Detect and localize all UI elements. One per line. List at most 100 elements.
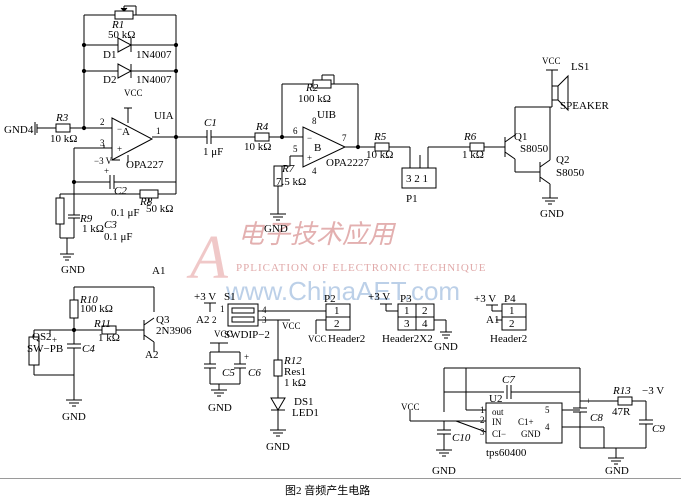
r10-resistor [69, 299, 79, 319]
r3-label: R3 [55, 112, 69, 124]
r7-label: R7 [281, 163, 295, 175]
svg-text:+: + [117, 144, 122, 154]
svg-text:out: out [492, 407, 504, 417]
svg-text:2: 2 [422, 305, 428, 317]
q1-part: S8050 [520, 143, 549, 155]
q3-label: Q3 [156, 314, 170, 326]
u2-label: U2 [489, 393, 502, 405]
q3-part: 2N3906 [156, 325, 192, 337]
led-icon [270, 397, 286, 411]
c1-capacitor: C1 1 μF [203, 117, 255, 158]
c3-label: C3 [104, 219, 117, 231]
stage-tps60400: C7 U2 out IN CI− C1+ GND 1 2 3 5 4 tps60… [401, 367, 665, 477]
r5-value: 10 kΩ [366, 149, 393, 161]
svg-text:2: 2 [509, 318, 515, 330]
u2-chip [485, 402, 563, 444]
ds1-label: DS1 [294, 396, 314, 408]
p3-label: P3 [400, 293, 412, 305]
qs2-label: QS2 [32, 331, 52, 343]
svg-text:2: 2 [334, 318, 340, 330]
c10-label: C10 [452, 432, 471, 444]
p1-label: P1 [406, 193, 418, 205]
caption-divider [0, 478, 681, 479]
r7-value: 7.5 kΩ [276, 176, 306, 188]
r1-value: 50 kΩ [108, 29, 135, 41]
svg-text:VCC: VCC [124, 88, 143, 98]
led1-label: LED1 [292, 407, 319, 419]
r2-label: R2 [305, 82, 319, 94]
u1b-opamp [302, 126, 347, 168]
gnd-label-8: GND [432, 465, 456, 477]
p1-pins: 3 2 1 [406, 173, 428, 185]
svg-text:+3 V: +3 V [194, 291, 216, 303]
gnd-label-1: GND [61, 264, 85, 276]
svg-text:4: 4 [545, 422, 550, 432]
gnd-label-5: GND [208, 402, 232, 414]
r10-label: R10 [79, 294, 98, 306]
u1a-opamp [111, 117, 154, 161]
svg-text:5: 5 [293, 144, 298, 154]
r4-value: 10 kΩ [244, 141, 271, 153]
svg-text:IN: IN [492, 417, 502, 427]
svg-text:4: 4 [422, 318, 428, 330]
p1-connector [401, 167, 437, 189]
c7-label: C7 [502, 374, 515, 386]
q2-label: Q2 [556, 154, 569, 166]
svg-text:4: 4 [262, 305, 267, 315]
svg-text:VCC: VCC [401, 402, 420, 412]
svg-text:1: 1 [404, 305, 410, 317]
c6-label: C6 [248, 367, 261, 379]
r1-potentiometer [114, 10, 134, 20]
d1-value: 1N4007 [136, 49, 172, 61]
svg-text:3: 3 [100, 138, 105, 148]
r12-label: R12 [283, 355, 302, 367]
watermark-cn: 电子技术应用 [238, 220, 397, 249]
svg-text:1: 1 [334, 305, 340, 317]
header2-label: Header2 [328, 333, 365, 345]
q2-part: S8050 [556, 167, 585, 179]
svg-text:3: 3 [404, 318, 410, 330]
q1-label: Q1 [514, 131, 527, 143]
d2-label: D2 [103, 74, 116, 86]
gnd-label-2: GND [264, 223, 288, 235]
watermark-url: www.ChinaAET.com [225, 276, 460, 306]
svg-text:−3 V: −3 V [642, 385, 664, 397]
r12-k: 1 kΩ [284, 377, 306, 389]
r13-resistor [617, 396, 633, 406]
swdip-label: SWDIP−2 [224, 329, 270, 341]
r8-label: R8 [139, 196, 153, 208]
stage-output: R5 10 kΩ 3 2 1 P1 R6 1 kΩ Q1 S8050 Q2 S8… [366, 56, 610, 220]
c3-value: 0.1 μF [104, 231, 133, 243]
svg-text:VCC: VCC [542, 56, 561, 66]
svg-text:VCC: VCC [214, 329, 233, 339]
r6-label: R6 [463, 131, 477, 143]
svg-text:2: 2 [480, 415, 485, 425]
svg-text:2: 2 [212, 315, 217, 325]
r3-resistor [55, 123, 71, 133]
svg-text:1: 1 [220, 304, 225, 314]
a1-label-2: A1 [486, 314, 499, 326]
gnd-label-4: GND [62, 411, 86, 423]
svg-text:+: + [307, 153, 312, 163]
header2b-label: Header2 [490, 333, 527, 345]
speaker-label: SPEAKER [560, 100, 610, 112]
svg-text:−: − [307, 133, 312, 143]
s1-dip-switch [227, 303, 259, 327]
svg-text:+3 V: +3 V [474, 293, 496, 305]
r8-value: 50 kΩ [146, 203, 173, 215]
r4-resistor [254, 132, 270, 142]
p4-label: P4 [504, 293, 516, 305]
svg-text:6: 6 [293, 126, 298, 136]
a2-label-2: A2 [196, 314, 209, 326]
p2-label: P2 [324, 293, 336, 305]
u1a-part: OPA227 [126, 159, 164, 171]
r13-value: 47R [612, 406, 631, 418]
c2-value: 0.1 μF [111, 207, 140, 219]
a2-label-1: A2 [145, 349, 158, 361]
svg-text:GND: GND [521, 429, 541, 439]
r13-label: R13 [612, 385, 631, 397]
svg-text:+3 V: +3 V [368, 291, 390, 303]
r6-value: 1 kΩ [462, 149, 484, 161]
speaker-icon [551, 85, 559, 101]
